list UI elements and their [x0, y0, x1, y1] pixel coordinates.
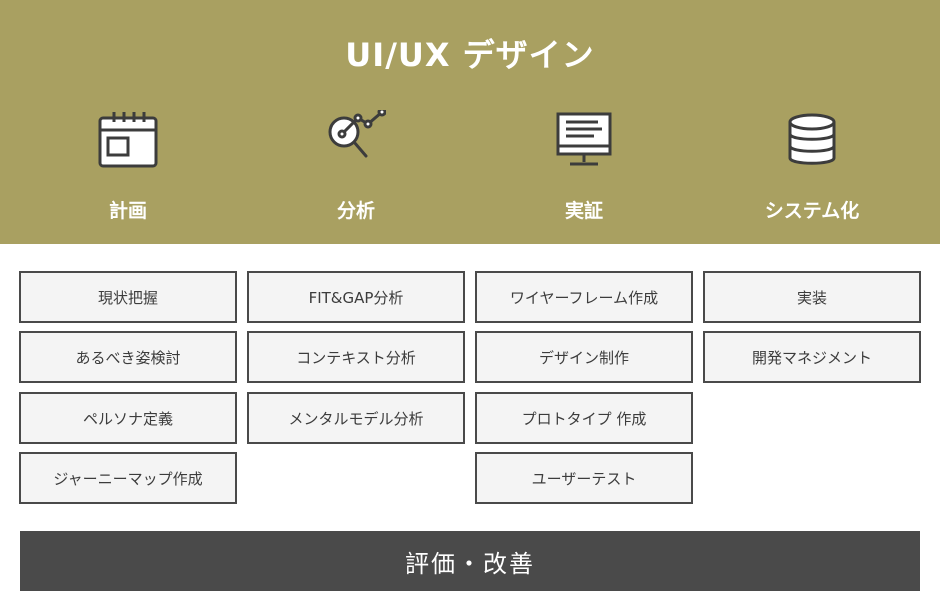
phase-analysis: 分析: [246, 110, 466, 230]
phase-plan: 計画: [18, 110, 238, 230]
task-box: コンテキスト分析: [247, 331, 465, 383]
task-box: 現状把握: [19, 271, 237, 323]
phase-systemization: システム化: [702, 110, 922, 230]
magnifier-chart-icon: [326, 110, 386, 170]
evaluation-bar: 評価・改善: [20, 531, 920, 591]
task-box: ワイヤーフレーム作成: [475, 271, 693, 323]
task-box: あるべき姿検討: [19, 331, 237, 383]
phase-label-systemization: システム化: [764, 200, 860, 222]
monitor-document-icon: [554, 110, 614, 170]
phase-label-analysis: 分析: [336, 200, 375, 222]
task-box: ユーザーテスト: [475, 452, 693, 504]
task-box: ジャーニーマップ作成: [19, 452, 237, 504]
task-box: FIT&GAP分析: [247, 271, 465, 323]
header-band: UI/UX デザイン 計画: [0, 0, 940, 244]
database-icon: [782, 110, 842, 170]
task-box: デザイン制作: [475, 331, 693, 383]
task-box: プロトタイプ 作成: [475, 392, 693, 444]
task-box: ペルソナ定義: [19, 392, 237, 444]
task-box: メンタルモデル分析: [247, 392, 465, 444]
task-box: 開発マネジメント: [703, 331, 921, 383]
phase-label-verification: 実証: [564, 200, 603, 222]
task-box: 実装: [703, 271, 921, 323]
page-title: UI/UX デザイン: [345, 36, 595, 74]
phase-verification: 実証: [474, 110, 694, 230]
phase-label-plan: 計画: [108, 200, 147, 222]
calendar-icon: [98, 110, 158, 170]
